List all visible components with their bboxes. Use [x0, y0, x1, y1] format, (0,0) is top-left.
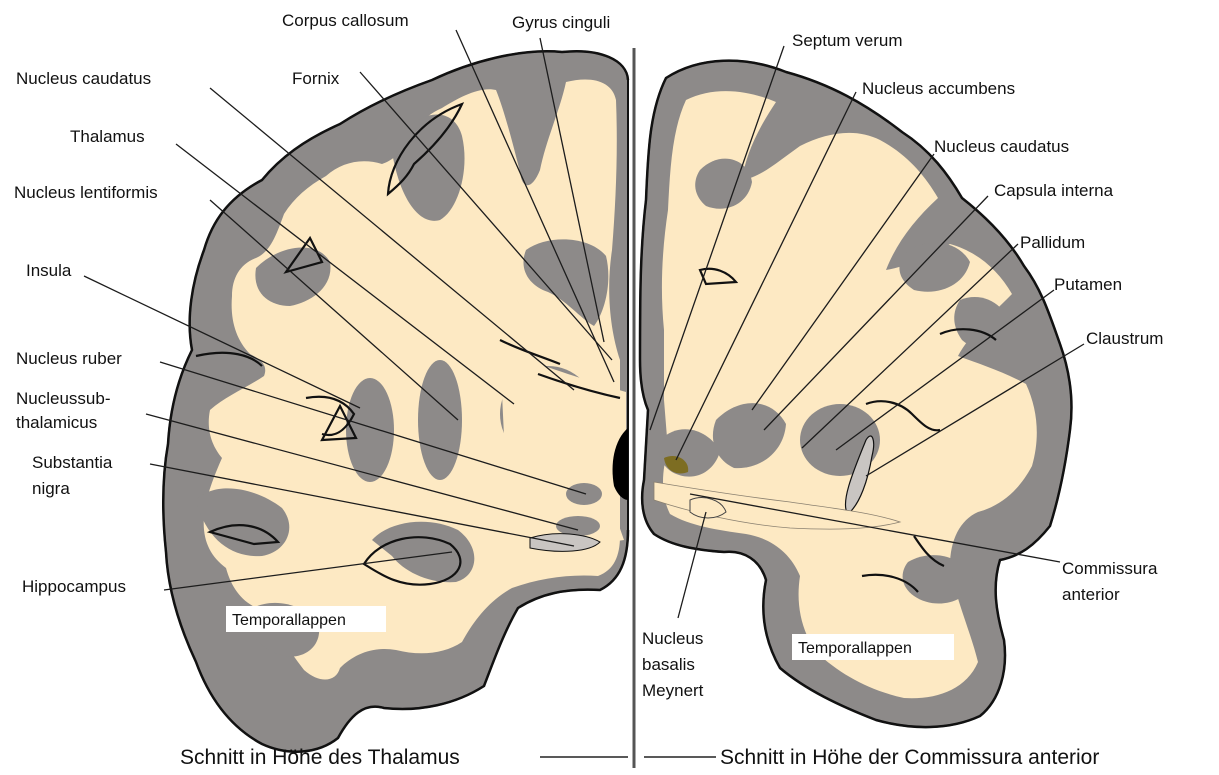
- label-thalamus: Thalamus: [70, 127, 145, 146]
- label-commissura-anterior-line1: Commissura: [1062, 559, 1158, 578]
- captions: Schnitt in Höhe des Thalamus Schnitt in …: [180, 746, 1099, 769]
- caption-right: Schnitt in Höhe der Commissura anterior: [720, 746, 1099, 769]
- right-hemisphere: [640, 61, 1072, 727]
- label-temporallappen-left: Temporallappen: [232, 612, 346, 629]
- left-hemisphere: [163, 51, 628, 751]
- label-insula: Insula: [26, 261, 72, 280]
- label-claustrum: Claustrum: [1086, 329, 1163, 348]
- label-nucleus-lentiformis: Nucleus lentiformis: [14, 183, 158, 202]
- label-nucleus-caudatus-right: Nucleus caudatus: [934, 137, 1069, 156]
- caption-left: Schnitt in Höhe des Thalamus: [180, 746, 460, 769]
- label-nucleus-subthalamicus-line2: thalamicus: [16, 413, 97, 432]
- label-fornix: Fornix: [292, 69, 340, 88]
- label-temporallappen-right: Temporallappen: [798, 640, 912, 657]
- label-putamen: Putamen: [1054, 275, 1122, 294]
- label-gyrus-cinguli: Gyrus cinguli: [512, 13, 610, 32]
- left-putamen-grey: [418, 360, 462, 480]
- label-capsula-interna: Capsula interna: [994, 181, 1114, 200]
- label-septum-verum: Septum verum: [792, 31, 903, 50]
- label-nucleus-basalis-line3: Meynert: [642, 681, 704, 700]
- label-corpus-callosum: Corpus callosum: [282, 11, 409, 30]
- label-commissura-anterior-line2: anterior: [1062, 585, 1120, 604]
- label-nucleus-ruber: Nucleus ruber: [16, 349, 122, 368]
- label-nucleus-accumbens: Nucleus accumbens: [862, 79, 1015, 98]
- label-hippocampus: Hippocampus: [22, 577, 126, 596]
- label-nucleus-subthalamicus-line1: Nucleussub-: [16, 389, 111, 408]
- label-pallidum: Pallidum: [1020, 233, 1085, 252]
- label-nucleus-basalis-line2: basalis: [642, 655, 695, 674]
- label-substantia-nigra-line2: nigra: [32, 479, 70, 498]
- label-nucleus-caudatus-left: Nucleus caudatus: [16, 69, 151, 88]
- label-substantia-nigra-line1: Substantia: [32, 453, 113, 472]
- label-nucleus-basalis-line1: Nucleus: [642, 629, 703, 648]
